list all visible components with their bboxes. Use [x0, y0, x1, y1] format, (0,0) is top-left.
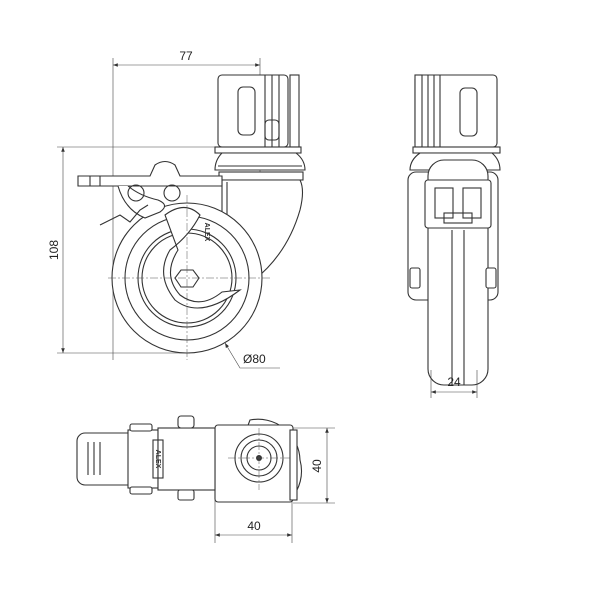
- top-view: ALEX 40 40: [76, 415, 335, 543]
- dimension-label-108: 108: [47, 240, 61, 260]
- front-view: 24: [407, 74, 501, 398]
- mounting-socket: [214, 74, 306, 181]
- dimension-label-24: 24: [447, 375, 461, 389]
- side-view: 77 108: [47, 49, 306, 369]
- dimension-40-horizontal: 40: [214, 500, 293, 543]
- dimension-label-40-horizontal: 40: [247, 519, 261, 533]
- dimension-108: 108: [47, 146, 220, 354]
- wheel: [108, 195, 270, 360]
- brake-lever: ALEX: [77, 160, 223, 242]
- brand-marking-side: ALEX: [203, 223, 210, 242]
- dimension-label-diameter: Ø80: [243, 352, 266, 366]
- dimension-label-40-vertical: 40: [310, 459, 324, 473]
- dimension-diameter-80: Ø80: [224, 342, 280, 369]
- dimension-24: 24: [430, 370, 478, 398]
- brand-marking-top: ALEX: [154, 450, 161, 469]
- dimension-label-77: 77: [179, 49, 193, 63]
- dimension-40-vertical: 40: [293, 427, 335, 504]
